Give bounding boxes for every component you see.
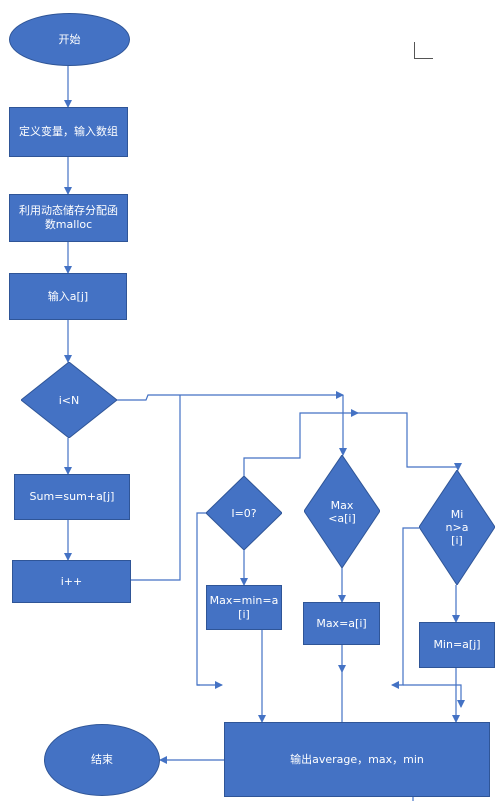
start-node[interactable]: 开始 [9, 13, 130, 66]
arrow-min-left [391, 527, 419, 689]
input-a-label: 输入a[j] [47, 289, 89, 303]
sum-node[interactable]: Sum=sum+a[j] [14, 474, 130, 520]
corner-mark [414, 42, 433, 59]
output-node[interactable]: 输出average，max，min [224, 722, 490, 797]
sum-label: Sum=sum+a[j] [29, 490, 115, 503]
end-label: 结束 [91, 753, 113, 766]
cond-max-node[interactable]: Max <a[i] [304, 455, 380, 568]
arrow-i0-left [196, 512, 206, 686]
arrow-incr-loop [131, 395, 181, 581]
malloc-label: 利用动态储存分配函 数malloc [19, 204, 118, 231]
end-node[interactable]: 结束 [44, 724, 160, 796]
cond-i-lt-n-label: i<N [58, 393, 80, 407]
arrow-cond-right [116, 391, 344, 401]
set-min-label: Min=a[j] [433, 638, 481, 651]
cond-i-eq-0-label: I=0? [231, 506, 257, 520]
start-label: 开始 [58, 32, 81, 46]
arrow-i0-link [243, 450, 301, 476]
cond-min-label: Mi n>a [i] [445, 508, 469, 547]
output-label: 输出average，max，min [290, 752, 424, 766]
incr-label: i++ [60, 574, 83, 588]
arrow-max-left [299, 409, 359, 450]
set-min-node[interactable]: Min=a[j] [419, 622, 495, 668]
init-max-min-label: Max=min=a [i] [209, 593, 279, 621]
arrow-to-cond-min [355, 412, 462, 471]
cond-i-lt-n-node[interactable]: i<N [21, 362, 117, 438]
init-max-min-node[interactable]: Max=min=a [i] [206, 585, 282, 630]
set-max-label: Max=a[i] [316, 616, 367, 630]
input-a-node[interactable]: 输入a[j] [9, 273, 127, 320]
incr-node[interactable]: i++ [12, 560, 131, 603]
arrow-min-feedback [403, 684, 465, 708]
cond-min-node[interactable]: Mi n>a [i] [419, 470, 495, 585]
cond-max-label: Max <a[i] [328, 498, 356, 525]
set-max-node[interactable]: Max=a[i] [303, 602, 380, 645]
malloc-node[interactable]: 利用动态储存分配函 数malloc [9, 194, 128, 242]
define-vars-label: 定义变量，输入数组 [19, 125, 118, 138]
define-vars-node[interactable]: 定义变量，输入数组 [9, 107, 128, 157]
cond-i-eq-0-node[interactable]: I=0? [206, 476, 282, 550]
